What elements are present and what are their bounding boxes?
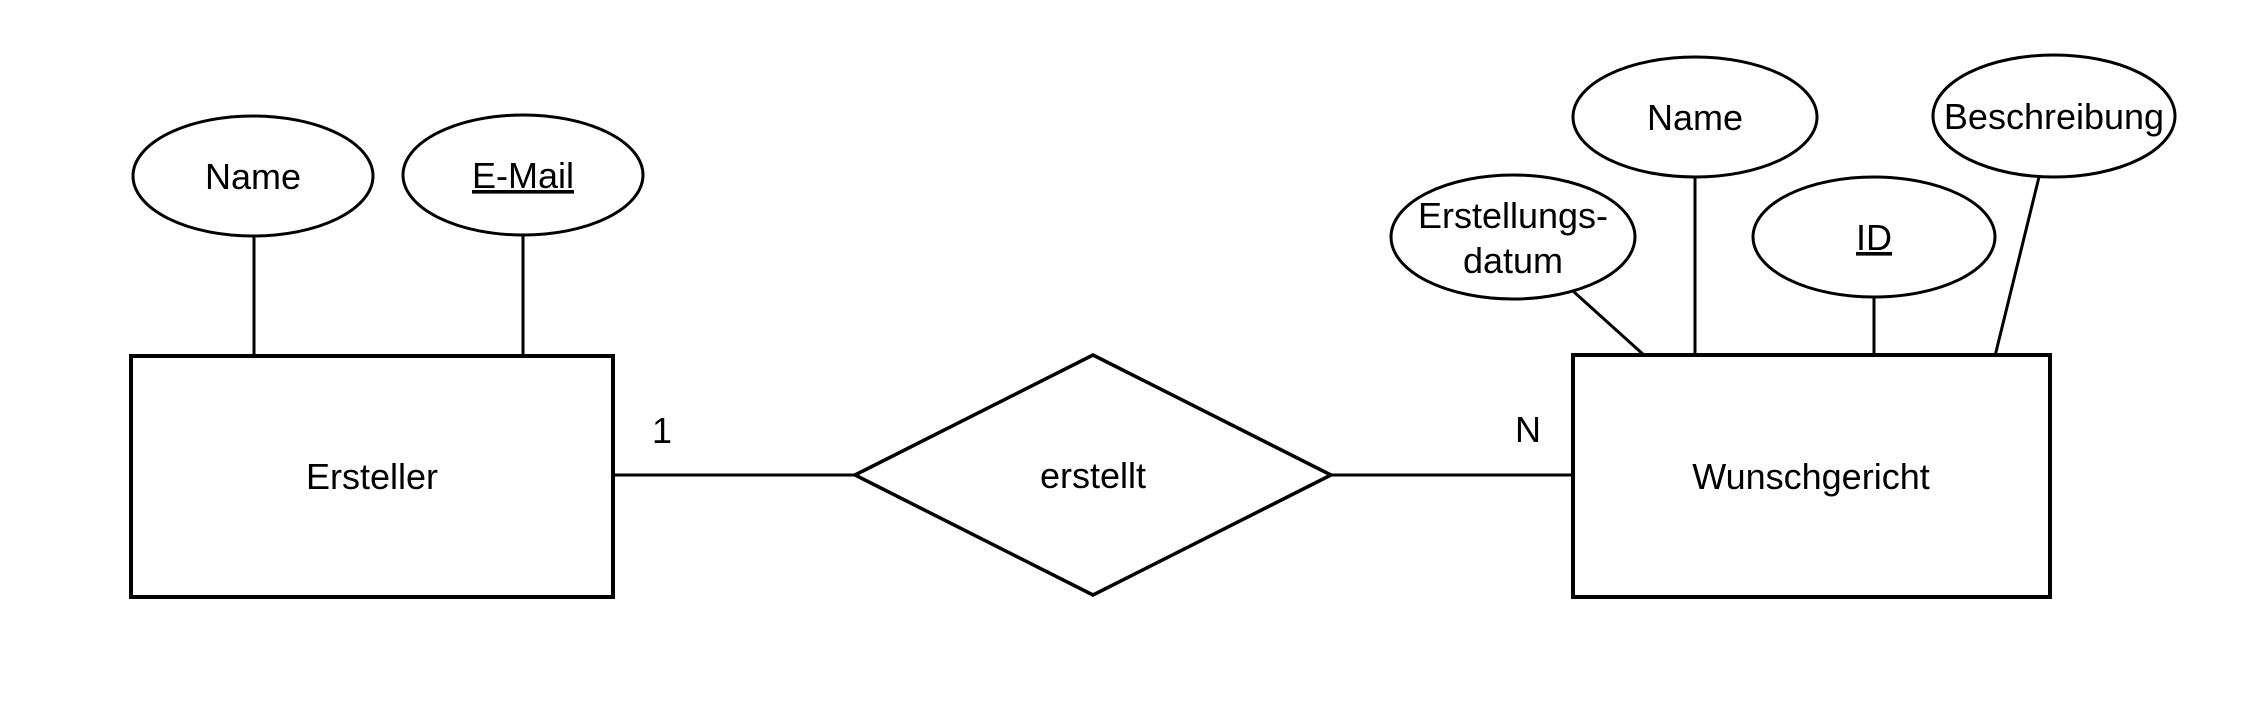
attribute-wunschgericht-erstellungsdatum: Erstellungs- datum	[1389, 173, 1637, 301]
attribute-wunschgericht-erstellungsdatum-ellipse	[1389, 173, 1637, 301]
entity-ersteller: Ersteller	[129, 354, 615, 599]
attribute-wunschgericht-erstellungsdatum-label-line1: Erstellungs-	[1418, 195, 1608, 236]
entity-ersteller-label: Ersteller	[306, 456, 438, 497]
entity-wunschgericht-label: Wunschgericht	[1692, 456, 1929, 497]
attribute-wunschgericht-beschreibung-label: Beschreibung	[1944, 96, 2164, 137]
attribute-ersteller-name: Name	[131, 114, 375, 238]
entity-wunschgericht-box	[1571, 353, 2052, 599]
relationship-erstellt: erstellt	[851, 353, 1335, 597]
attribute-ersteller-email: E-Mail	[401, 113, 645, 237]
relationship-erstellt-diamond	[851, 353, 1335, 597]
attribute-wunschgericht-name: Name	[1571, 55, 1819, 179]
attribute-wunschgericht-erstellungsdatum-label-line2: datum	[1463, 240, 1563, 281]
cardinality-right-label: N	[1515, 409, 1541, 450]
attribute-wunschgericht-beschreibung-ellipse	[1931, 53, 2177, 179]
attribute-wunschgericht-id-ellipse	[1751, 175, 1997, 299]
attribute-ersteller-name-ellipse	[131, 114, 375, 238]
attribute-wunschgericht-name-ellipse	[1571, 55, 1819, 179]
entity-ersteller-box	[129, 354, 615, 599]
attribute-ersteller-name-label: Name	[205, 156, 301, 197]
attribute-wunschgericht-beschreibung: Beschreibung	[1931, 53, 2177, 179]
relationship-erstellt-label: erstellt	[1040, 455, 1146, 496]
attribute-ersteller-email-ellipse	[401, 113, 645, 237]
attribute-wunschgericht-id-label: ID	[1856, 217, 1892, 258]
cardinality-left-label: 1	[652, 410, 672, 451]
attribute-wunschgericht-name-label: Name	[1647, 97, 1743, 138]
attribute-wunschgericht-id: ID	[1751, 175, 1997, 299]
attribute-ersteller-email-label: E-Mail	[472, 155, 574, 196]
entity-wunschgericht: Wunschgericht	[1571, 353, 2052, 599]
